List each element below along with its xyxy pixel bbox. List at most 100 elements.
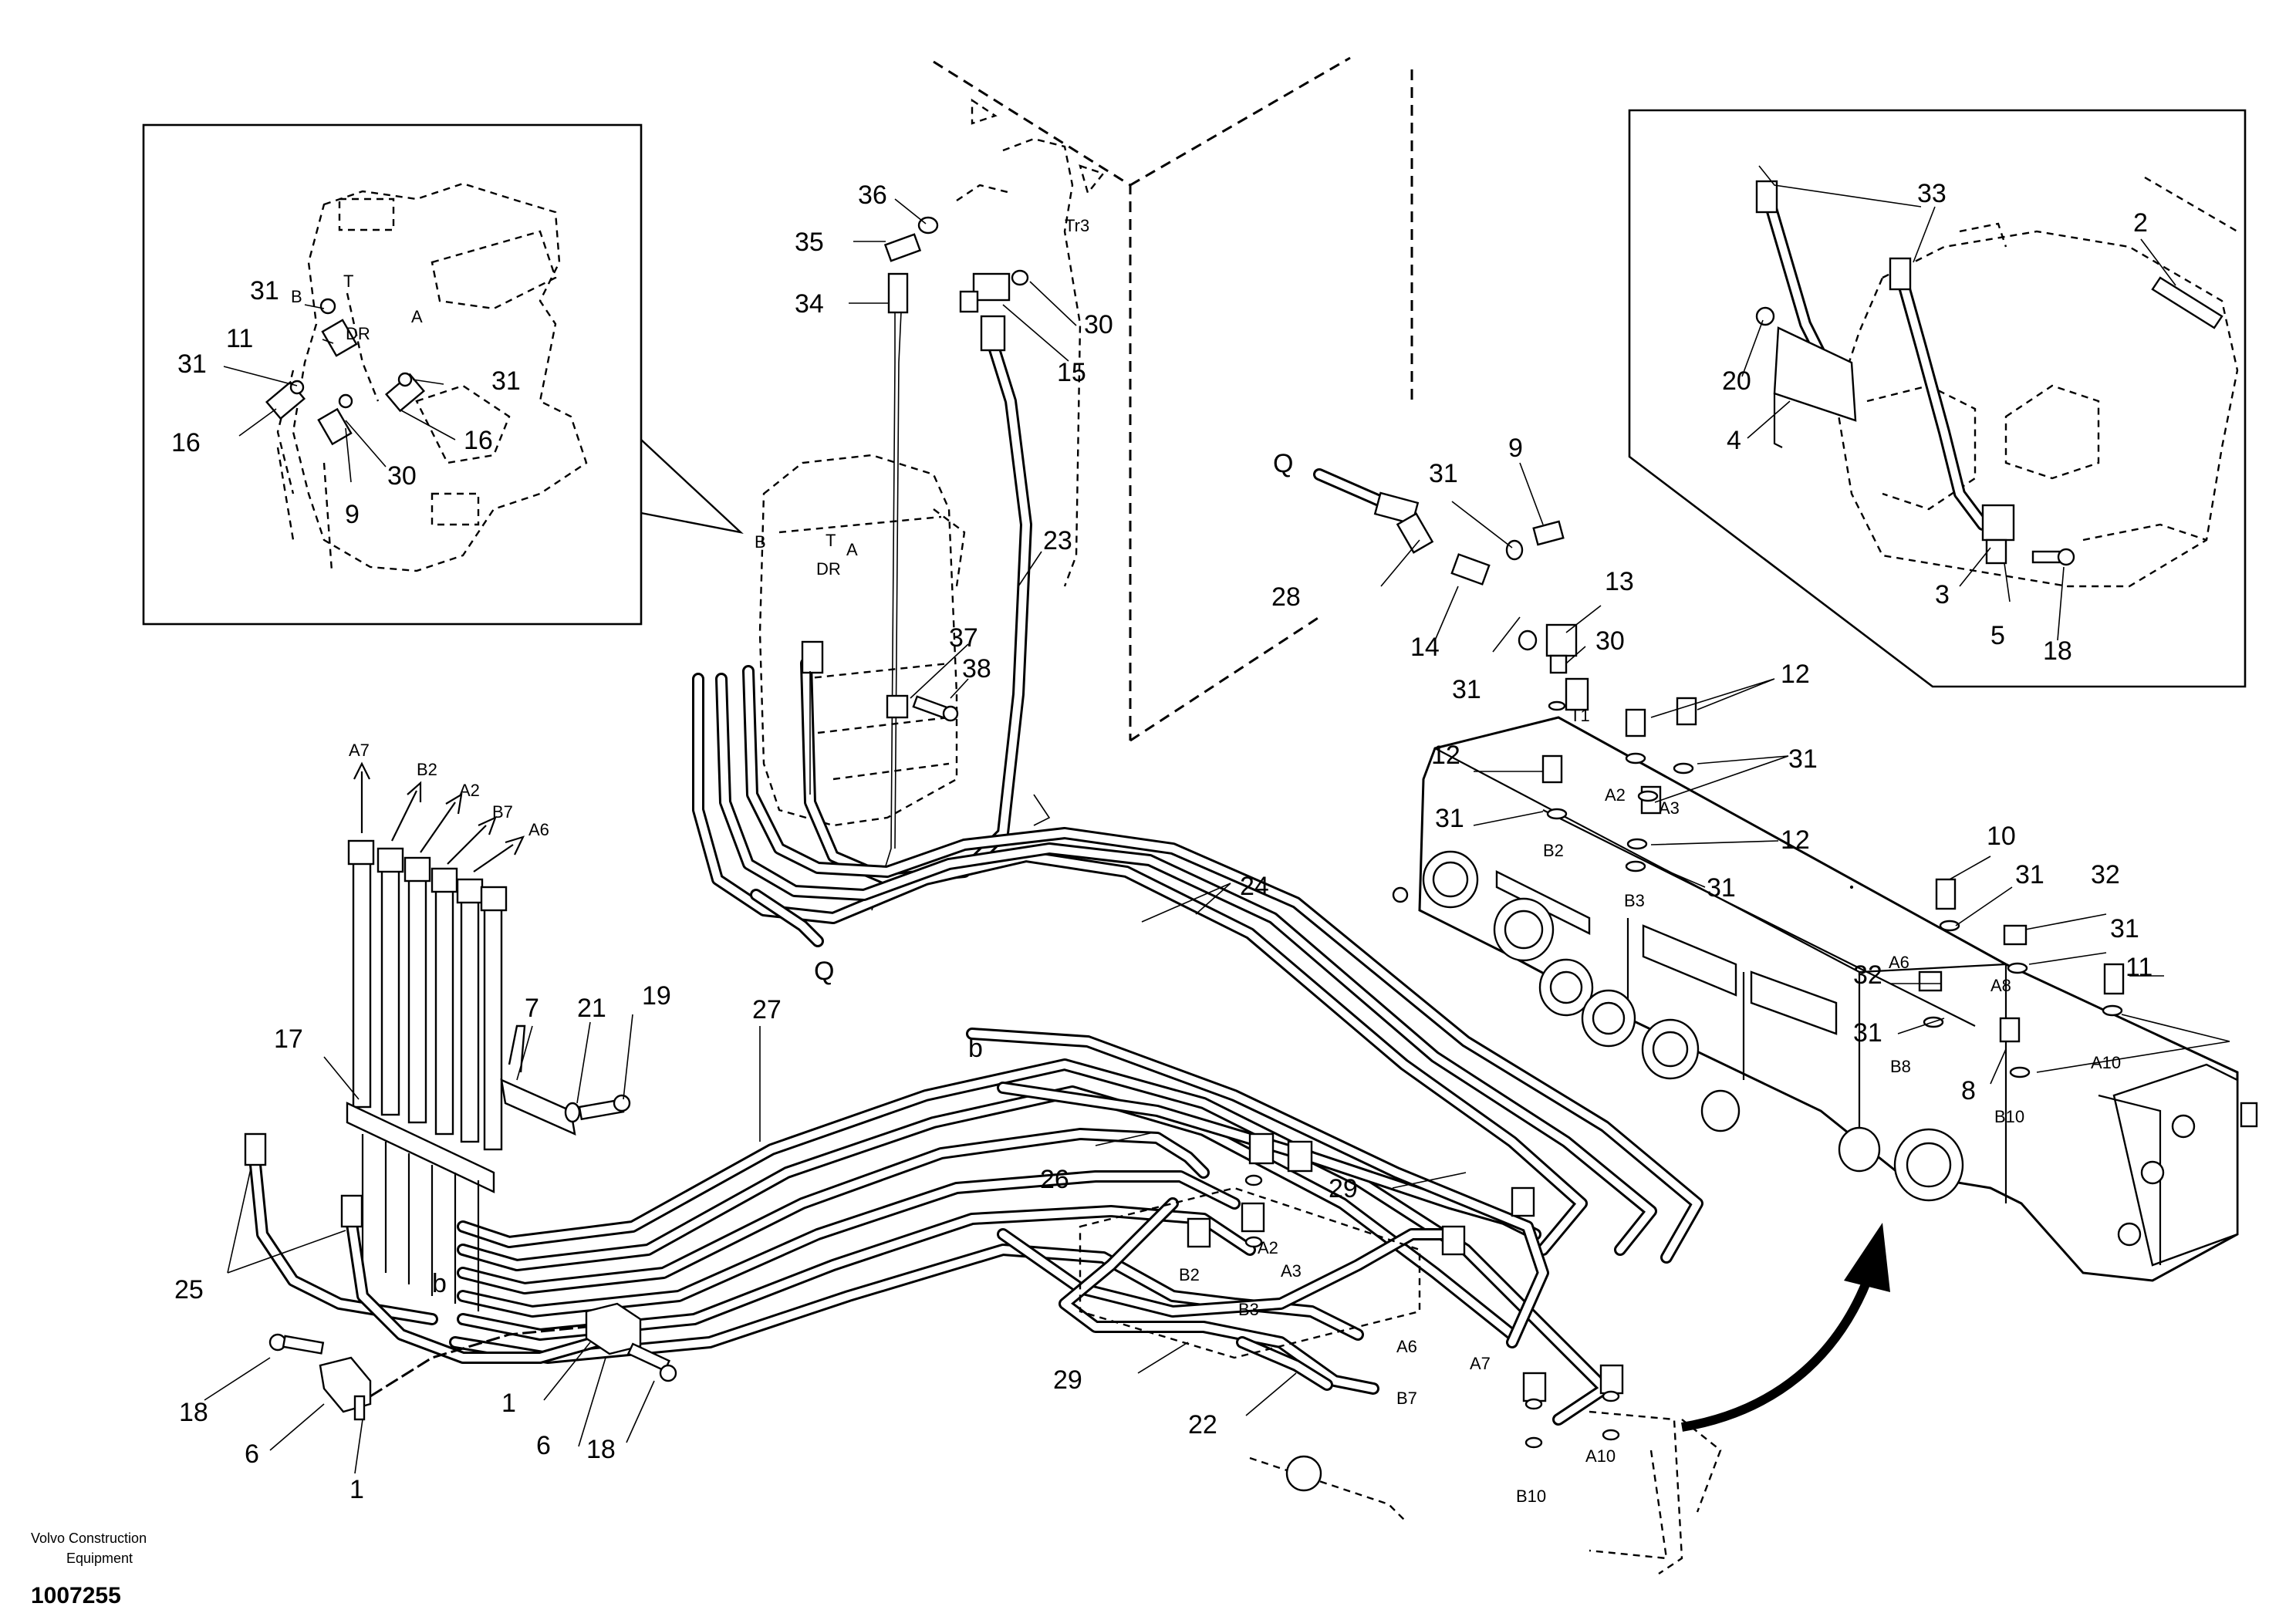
hose-bundle (244, 665, 1703, 1426)
callout-29: 29 (1053, 1365, 1082, 1395)
port-a6-top: A6 (528, 820, 549, 839)
callout-9: 9 (1508, 434, 1523, 463)
port-b7-top: B7 (492, 802, 513, 822)
callout-8: 8 (1961, 1076, 1976, 1105)
callout-29: 29 (1329, 1174, 1358, 1203)
callout-13: 13 (1605, 567, 1634, 596)
callout-19: 19 (642, 981, 671, 1011)
brand-line-1: Volvo Construction (31, 1531, 147, 1546)
left-detail-inset (142, 123, 744, 626)
inset-port-b: B (291, 287, 302, 306)
bolt-18-inset (2031, 548, 2075, 566)
port-a7-top: A7 (349, 741, 370, 760)
label-b: b (968, 1034, 983, 1063)
callout-31: 31 (2015, 860, 2044, 889)
port-a6-low: A6 (1396, 1337, 1417, 1356)
callout-12: 12 (1781, 660, 1810, 689)
callout-23: 23 (1043, 526, 1072, 555)
port-b2-top: B2 (417, 760, 437, 779)
callout-37: 37 (949, 623, 978, 653)
label-q: Q (814, 957, 834, 986)
label-q: Q (1273, 449, 1293, 478)
q-connection-parts (1313, 468, 1578, 674)
callout-18: 18 (586, 1435, 616, 1464)
callout-21: 21 (577, 994, 606, 1023)
callout-31: 31 (1788, 744, 1818, 774)
callout-6: 6 (536, 1431, 551, 1460)
port-tr3: Tr3 (1065, 216, 1089, 235)
callout-11: 11 (226, 324, 253, 353)
port-a2-valve: A2 (1605, 785, 1626, 805)
document-number: 1007255 (31, 1583, 121, 1608)
part-2 (2151, 276, 2223, 329)
callout-31: 31 (2110, 914, 2139, 943)
port-b10-valve: B10 (1994, 1107, 2024, 1126)
port-b3-valve: B3 (1624, 891, 1645, 910)
callout-31: 31 (1435, 804, 1464, 833)
callout-31: 31 (177, 349, 207, 379)
valve-fittings (1541, 677, 2125, 1043)
bolt-18-right (626, 1342, 677, 1382)
callout-18: 18 (179, 1398, 208, 1427)
callout-32: 32 (1853, 960, 1882, 990)
callout-2: 2 (2133, 208, 2148, 238)
callout-16: 16 (171, 428, 201, 457)
label-b: b (432, 1269, 447, 1298)
callout-3: 3 (1935, 580, 1950, 609)
lower-manifold-outline (1079, 1186, 1722, 1574)
inset-motor-outline (276, 182, 588, 572)
footer-brand: Volvo Construction Equipment 1007255 (31, 1531, 147, 1608)
callout-33: 33 (1917, 179, 1947, 208)
callout-numbers: 31 11 31 31 16 16 30 9 36 35 34 30 15 23… (171, 179, 2152, 1504)
callout-18: 18 (2043, 636, 2072, 666)
callout-26: 26 (1040, 1165, 1069, 1194)
callout-5: 5 (1990, 621, 2005, 650)
hose-34-end (887, 272, 909, 314)
callout-31: 31 (250, 276, 279, 305)
right-detail-inset (1628, 109, 2247, 688)
port-a3-valve: A3 (1659, 798, 1680, 818)
clamp-3-5 (1981, 504, 2015, 565)
machine-frame-outline (933, 56, 1413, 742)
port-a2-top: A2 (459, 781, 480, 800)
port-a8-valve: A8 (1990, 976, 2011, 995)
port-a2-low: A2 (1258, 1238, 1278, 1257)
callout-31: 31 (1429, 459, 1458, 488)
callout-27: 27 (752, 995, 782, 1024)
callout-30: 30 (1084, 310, 1113, 339)
port-b8-valve: B8 (1890, 1057, 1911, 1076)
callout-31: 31 (491, 366, 521, 396)
callout-28: 28 (1271, 582, 1301, 612)
port-a7-low: A7 (1470, 1354, 1491, 1373)
fitting-15 (959, 272, 1011, 313)
callout-9: 9 (345, 500, 360, 529)
callout-34: 34 (795, 289, 824, 319)
callout-24: 24 (1240, 872, 1269, 901)
callout-31: 31 (1452, 675, 1481, 704)
vertical-pipes (347, 839, 508, 1151)
assembly-arrow (1681, 1223, 1890, 1432)
valve-orings (1546, 700, 2123, 1078)
callout-17: 17 (274, 1024, 303, 1054)
lower-fittings (1187, 1132, 1624, 1449)
callout-12: 12 (1431, 741, 1460, 770)
motor-port-a: A (846, 540, 858, 559)
port-a10-low: A10 (1585, 1446, 1616, 1466)
control-valve-block (1392, 677, 2258, 1282)
port-a6-valve: A6 (1889, 953, 1909, 972)
bracket-4 (1773, 326, 1857, 448)
callout-7: 7 (525, 994, 539, 1023)
port-t1: T1 (1570, 706, 1590, 725)
end-flange (2098, 1063, 2258, 1267)
callout-30: 30 (387, 461, 417, 491)
bracket-7 (500, 1024, 576, 1136)
fitting-35 (883, 233, 922, 262)
inset-port-t: T (343, 272, 353, 291)
callout-4: 4 (1727, 426, 1741, 455)
callout-35: 35 (795, 228, 824, 257)
port-b10-low: B10 (1516, 1487, 1546, 1506)
callout-36: 36 (858, 181, 887, 210)
callout-1: 1 (349, 1475, 364, 1504)
callout-16: 16 (464, 426, 493, 455)
